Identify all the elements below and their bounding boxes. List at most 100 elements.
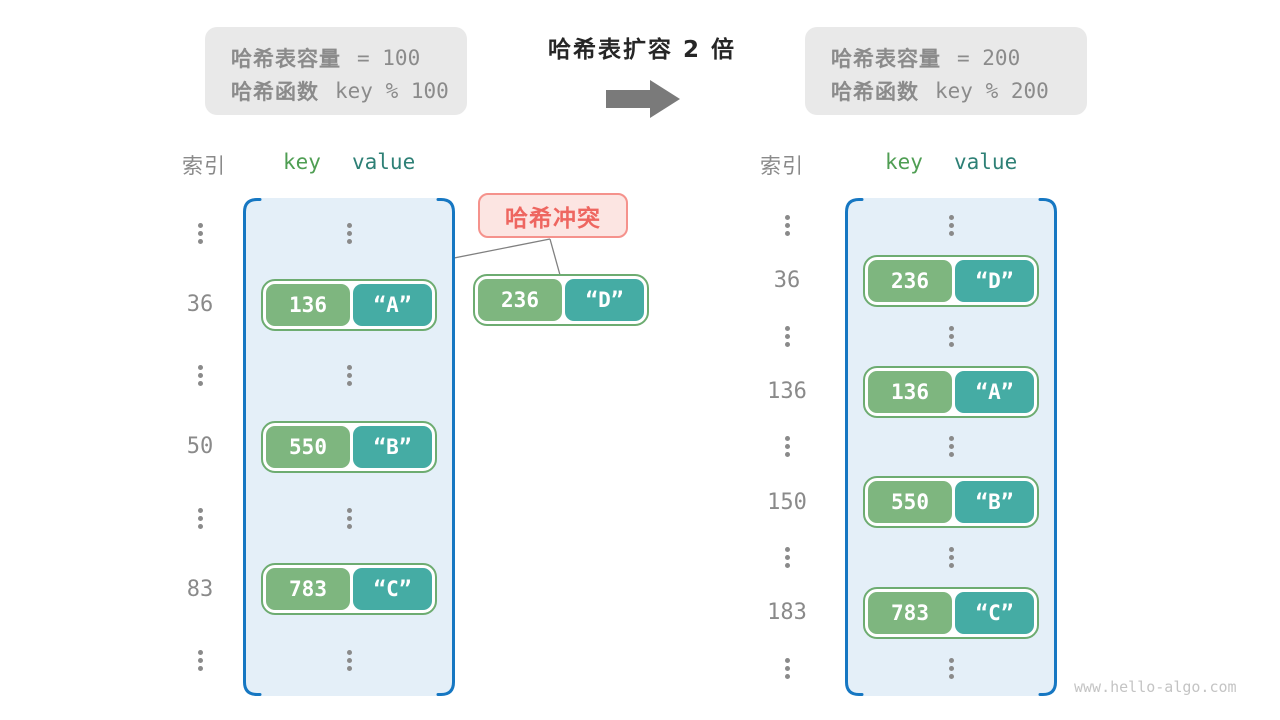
right-index-header: 索引 xyxy=(760,154,804,178)
ellipsis-dots-icon xyxy=(948,657,954,679)
key-value-pair: 136“A” xyxy=(863,365,1039,418)
pair-value: “B” xyxy=(955,481,1034,524)
right-bucket-rows: 236“D” 136“A” 550“B” 783“C” xyxy=(845,198,1057,696)
pair-value: “C” xyxy=(955,591,1034,634)
left-index-header: 索引 xyxy=(182,154,226,178)
left-index-column: 36 50 83 xyxy=(155,198,245,696)
pair-key: 550 xyxy=(868,481,952,524)
ellipsis-dots-icon xyxy=(197,507,203,529)
right-index-column: 36 136 150 183 xyxy=(742,198,832,696)
ellipsis-dots-icon xyxy=(948,547,954,569)
bracket-border-icon xyxy=(845,198,1057,696)
index-ellipsis-cell xyxy=(155,198,245,269)
ellipsis-dots-icon xyxy=(197,649,203,671)
ellipsis-dots-icon xyxy=(346,649,352,671)
key-value-pair: 136“A” xyxy=(261,278,437,331)
index-ellipsis-cell xyxy=(155,340,245,411)
bucket-cell: 783“C” xyxy=(845,585,1057,640)
index-cell: 83 xyxy=(155,554,245,625)
key-value-pair: 236“D” xyxy=(863,254,1039,307)
collision-pair: 236 “D” xyxy=(473,274,649,326)
left-bucket-array: 136“A” 550“B” 783“C” xyxy=(243,198,455,696)
left-bucket-rows: 136“A” 550“B” 783“C” xyxy=(243,198,455,696)
ellipsis-dots-icon xyxy=(346,507,352,529)
bucket-ellipsis-cell xyxy=(845,530,1057,585)
note-label: 哈希表容量 xyxy=(231,46,341,71)
pair-value: “A” xyxy=(955,370,1034,413)
key-value-pair: 783“C” xyxy=(261,563,437,616)
note-value: = 100 xyxy=(357,45,421,70)
expand-title: 哈希表扩容 2 倍 xyxy=(547,37,737,63)
index-cell: 50 xyxy=(155,411,245,482)
pair-key: 136 xyxy=(868,370,952,413)
bucket-cell: 136“A” xyxy=(243,269,455,340)
index-ellipsis-cell xyxy=(742,641,832,696)
index-ellipsis-cell xyxy=(742,198,832,253)
note-label: 哈希函数 xyxy=(231,79,319,104)
bucket-ellipsis-cell xyxy=(243,625,455,696)
index-cell: 150 xyxy=(742,475,832,530)
note-label: 哈希函数 xyxy=(831,79,919,104)
note-value: key % 200 xyxy=(935,78,1049,103)
bracket-border-icon xyxy=(243,198,455,696)
index-label: 36 xyxy=(186,292,214,318)
index-ellipsis-cell xyxy=(155,625,245,696)
bucket-cell: 136“A” xyxy=(845,364,1057,419)
pair-value: “D” xyxy=(955,259,1034,302)
key-value-pair: 550“B” xyxy=(863,476,1039,529)
index-label: 136 xyxy=(767,379,807,405)
ellipsis-dots-icon xyxy=(784,215,790,237)
pair-value: “C” xyxy=(353,568,432,611)
ellipsis-dots-icon xyxy=(948,325,954,347)
right-bucket-array: 236“D” 136“A” 550“B” 783“C” xyxy=(845,198,1057,696)
index-label: 150 xyxy=(767,489,807,515)
index-label: 183 xyxy=(767,600,807,626)
note-value: = 200 xyxy=(957,45,1021,70)
bucket-ellipsis-cell xyxy=(845,641,1057,696)
key-value-pair: 550“B” xyxy=(261,420,437,473)
key-value-pair: 783“C” xyxy=(863,586,1039,639)
ellipsis-dots-icon xyxy=(346,365,352,387)
note-value: key % 100 xyxy=(335,78,449,103)
index-cell: 136 xyxy=(742,364,832,419)
index-ellipsis-cell xyxy=(155,483,245,554)
pair-key: 236 xyxy=(868,259,952,302)
ellipsis-dots-icon xyxy=(197,223,203,245)
right-arrow-icon xyxy=(606,80,680,118)
bucket-ellipsis-cell xyxy=(845,419,1057,474)
note-line: 哈希表容量 = 200 xyxy=(831,41,1087,74)
ellipsis-dots-icon xyxy=(346,223,352,245)
right-key-header: key xyxy=(885,150,923,174)
bucket-cell: 236“D” xyxy=(845,253,1057,308)
note-label: 哈希表容量 xyxy=(831,46,941,71)
bucket-cell: 550“B” xyxy=(243,411,455,482)
index-ellipsis-cell xyxy=(742,309,832,364)
pair-value: “B” xyxy=(353,425,432,468)
ellipsis-dots-icon xyxy=(197,365,203,387)
ellipsis-dots-icon xyxy=(948,436,954,458)
bucket-cell: 783“C” xyxy=(243,554,455,625)
index-label: 50 xyxy=(186,434,214,460)
pair-key: 136 xyxy=(266,283,350,326)
pair-key: 236 xyxy=(478,279,562,321)
ellipsis-dots-icon xyxy=(784,547,790,569)
left-value-header: value xyxy=(352,150,416,174)
note-line: 哈希函数 key % 100 xyxy=(231,74,467,107)
index-ellipsis-cell xyxy=(742,419,832,474)
bucket-cell: 550“B” xyxy=(845,475,1057,530)
pair-key: 783 xyxy=(266,568,350,611)
index-cell: 183 xyxy=(742,585,832,640)
bucket-ellipsis-cell xyxy=(845,198,1057,253)
note-line: 哈希表容量 = 100 xyxy=(231,41,467,74)
collision-label: 哈希冲突 xyxy=(478,193,628,238)
note-capacity-100: 哈希表容量 = 100 哈希函数 key % 100 xyxy=(205,27,467,115)
bucket-ellipsis-cell xyxy=(243,483,455,554)
index-label: 36 xyxy=(773,268,801,294)
bucket-ellipsis-cell xyxy=(243,198,455,269)
note-line: 哈希函数 key % 200 xyxy=(831,74,1087,107)
left-key-header: key xyxy=(283,150,321,174)
note-capacity-200: 哈希表容量 = 200 哈希函数 key % 200 xyxy=(805,27,1087,115)
pair-value: “D” xyxy=(565,279,644,321)
ellipsis-dots-icon xyxy=(948,215,954,237)
